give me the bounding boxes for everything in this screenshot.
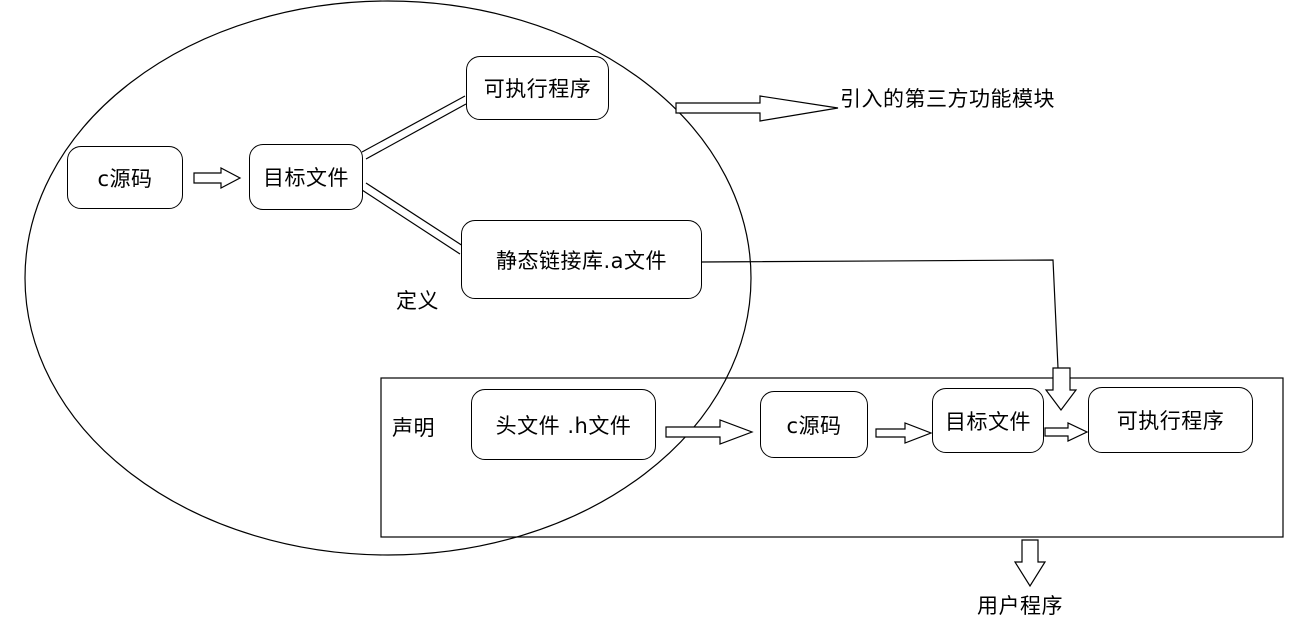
node-static-lib: 静态链接库.a文件 <box>461 220 702 299</box>
arrow-static-lib-down <box>1044 367 1078 411</box>
node-executable-top: 可执行程序 <box>466 56 609 120</box>
declaration-box <box>380 377 1284 538</box>
label-third-party: 引入的第三方功能模块 <box>840 87 1055 111</box>
link-static-lib-down <box>700 259 1059 369</box>
label-user-program: 用户程序 <box>977 594 1063 618</box>
arrow-to-third-party <box>675 95 839 122</box>
label-declaration: 声明 <box>392 416 435 440</box>
node-object-file-bottom: 目标文件 <box>932 388 1044 453</box>
arrow-object-to-executable-bottom <box>1044 422 1089 442</box>
label-definition: 定义 <box>396 289 439 313</box>
link-object-to-static-lib <box>361 182 464 255</box>
node-c-source-bottom: c源码 <box>760 391 868 458</box>
node-executable-bottom: 可执行程序 <box>1088 387 1253 453</box>
arrow-header-to-c <box>665 419 754 445</box>
link-object-to-executable <box>361 95 467 160</box>
arrow-c-to-object-top <box>193 167 242 189</box>
node-object-file-top: 目标文件 <box>249 144 363 210</box>
arrow-to-user-program <box>1013 539 1047 588</box>
node-header-file: 头文件 .h文件 <box>471 389 656 460</box>
node-c-source-top: c源码 <box>67 146 183 209</box>
arrow-c-to-object-bottom <box>875 422 933 444</box>
definition-ellipse <box>24 0 752 556</box>
